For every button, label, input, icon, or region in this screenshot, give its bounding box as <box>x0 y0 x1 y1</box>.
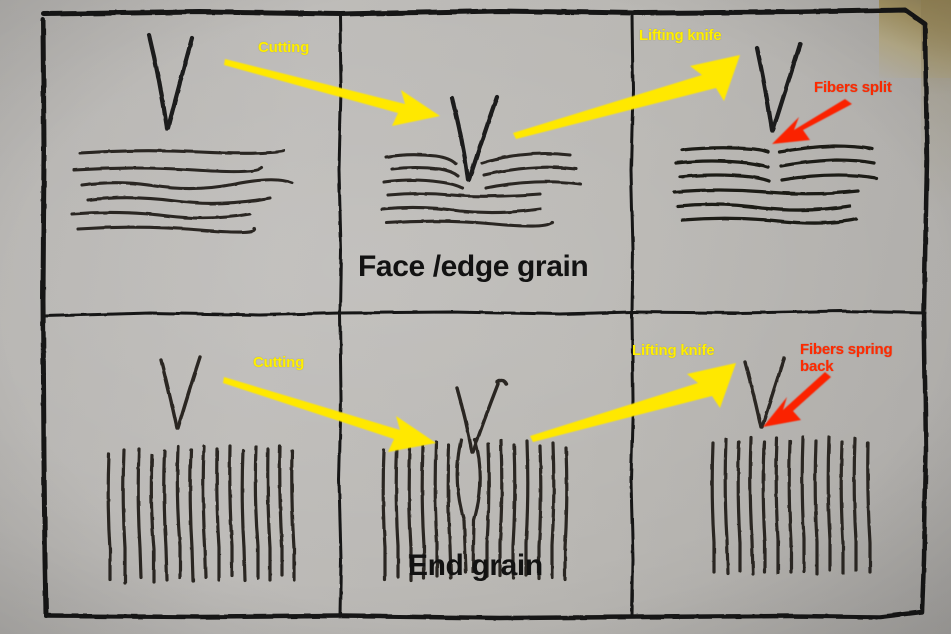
top-cell2-grain-split <box>380 151 582 228</box>
caption-face-edge-grain: Face /edge grain <box>358 250 589 283</box>
grid-frame <box>40 7 930 621</box>
top-cell1-knife <box>146 32 195 131</box>
bottom-cell3-knife <box>743 356 786 429</box>
fibers-split-arrow <box>772 99 852 144</box>
lifting-knife-arrow-top <box>513 55 740 139</box>
label-cutting-top: Cutting <box>258 39 310 56</box>
bottom-cell2-end-fibers <box>381 438 569 582</box>
label-cutting-bottom: Cutting <box>253 354 305 371</box>
label-lifting-knife-top: Lifting knife <box>639 27 722 44</box>
bottom-cell2-knife <box>455 378 508 454</box>
red-arrows <box>763 99 852 427</box>
top-cell2-knife <box>449 94 500 183</box>
cutting-arrow-bottom <box>223 377 436 452</box>
label-fibers-split: Fibers split <box>814 79 892 96</box>
lifting-knife-arrow-bottom <box>530 363 736 442</box>
bottom-cell1-knife <box>159 355 202 430</box>
yellow-arrows <box>223 55 740 452</box>
top-cell3-grain-split <box>672 144 878 225</box>
label-fibers-spring-back: Fibers spring back <box>800 341 893 375</box>
caption-end-grain: End grain <box>408 549 543 582</box>
top-cell3-knife <box>754 41 803 133</box>
fibers-spring-back-arrow <box>763 372 831 427</box>
top-cell1-grain-lines <box>70 149 294 234</box>
cutting-arrow-top <box>224 59 440 126</box>
label-lifting-knife-bottom: Lifting knife <box>632 342 715 359</box>
bottom-cell3-end-fibers <box>710 435 872 576</box>
bottom-cell1-end-fibers <box>106 444 296 585</box>
